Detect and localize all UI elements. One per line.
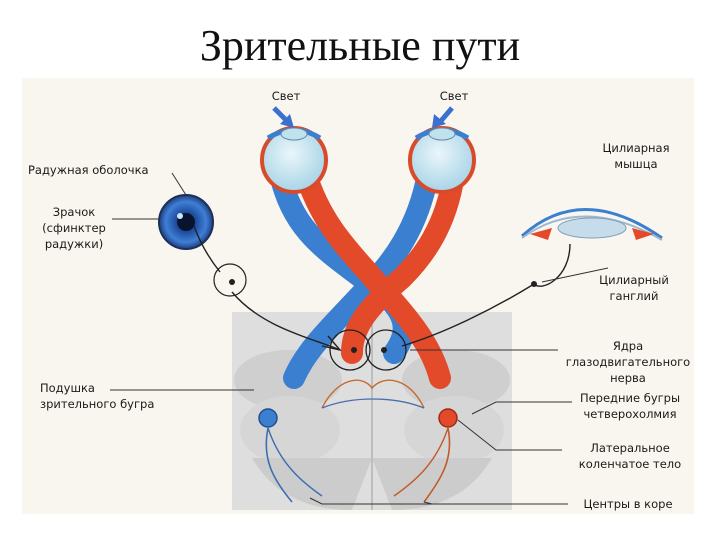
label-oculomotor-2: глазодвигательного xyxy=(566,355,690,369)
label-ciliary-ganglion-2: ганглий xyxy=(610,289,659,303)
label-oculomotor-1: Ядра xyxy=(613,339,643,353)
left-eye xyxy=(260,126,328,194)
label-colliculi-1: Передние бугры xyxy=(580,391,680,405)
oculomotor-nuclei xyxy=(321,329,425,409)
ciliary-muscle-illustration xyxy=(520,208,663,241)
label-ciliary-ganglion-1: Цилиарный xyxy=(599,273,669,287)
diagram-canvas: Свет Свет Радужная оболочка Зрачок (сфин… xyxy=(28,89,690,511)
lateral-geniculate-right xyxy=(393,408,458,503)
label-pupil-2: (сфинктер xyxy=(42,221,106,235)
slide-title: Зрительные пути xyxy=(199,21,521,70)
pointer-lines xyxy=(110,172,609,505)
label-lgn-1: Латеральное xyxy=(590,441,670,455)
label-light-right: Свет xyxy=(440,89,469,103)
visual-pathways-diagram: Свет Свет Радужная оболочка Зрачок (сфин… xyxy=(22,78,694,514)
label-oculomotor-3: нерва xyxy=(610,371,646,385)
label-pulvinar-2: зрительного бугра xyxy=(40,397,154,411)
label-light-left: Свет xyxy=(272,89,301,103)
lateral-geniculate-left xyxy=(258,408,323,503)
label-iris: Радужная оболочка xyxy=(28,163,149,177)
label-pupil-1: Зрачок xyxy=(53,205,96,219)
label-pulvinar-1: Подушка xyxy=(40,381,95,395)
right-eye xyxy=(408,126,476,194)
light-arrow-left-icon xyxy=(272,106,294,128)
label-ciliary-muscle-1: Цилиарная xyxy=(602,141,669,155)
label-cortex: Центры в коре xyxy=(583,497,672,511)
light-arrow-right-icon xyxy=(432,106,454,128)
label-ciliary-muscle-2: мышца xyxy=(614,157,657,171)
label-colliculi-2: четверохолмия xyxy=(583,407,676,421)
label-lgn-2: коленчатое тело xyxy=(579,457,681,471)
label-pupil-3: радужки) xyxy=(45,237,103,251)
iris-illustration xyxy=(158,194,214,250)
